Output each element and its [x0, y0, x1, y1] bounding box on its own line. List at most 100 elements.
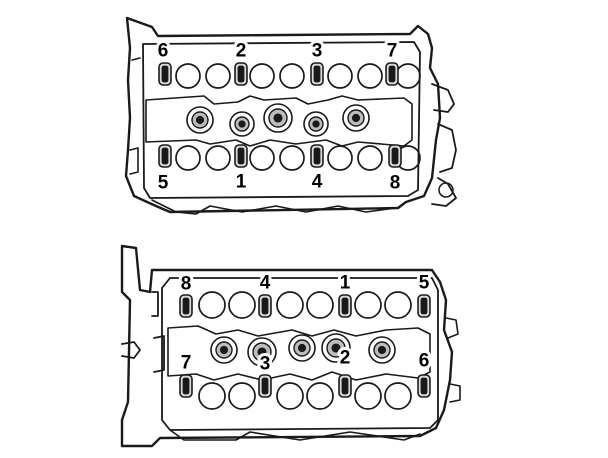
top-bolt-numbers: 6 6 2 2 3 3 7 7 5 5 1 1 4 4 8 8: [155, 38, 404, 197]
top-head-lower-bracket: [151, 199, 397, 215]
valve-seat: [228, 291, 256, 319]
valve-seat: [276, 291, 304, 319]
top-cylinder-head-view: 6 6 2 2 3 3 7 7 5 5 1 1 4 4 8 8: [124, 16, 457, 215]
valve-seat: [198, 382, 226, 410]
bottom-bolt-number: 7: [181, 353, 192, 374]
cam-boss-core: [312, 120, 320, 128]
top-bolt-number: 4: [312, 172, 323, 193]
bolt-shank: [341, 377, 349, 395]
top-bolt-number: 3: [312, 41, 323, 62]
bolt-shank: [237, 65, 245, 83]
top-bolt-number: 2: [236, 41, 247, 62]
bottom-bolt-number: 2: [340, 348, 351, 369]
bottom-bolt-number: 1: [340, 273, 351, 294]
top-lower-valve-row: [175, 145, 421, 171]
valve-seat: [279, 145, 305, 171]
bolt-shank: [420, 377, 428, 395]
valve-seat: [306, 382, 334, 410]
valve-seat: [384, 382, 412, 410]
bottom-bolt-number: 3: [260, 354, 271, 375]
cam-boss-core: [238, 120, 246, 128]
valve-seat: [384, 291, 412, 319]
bolt-shank: [341, 297, 349, 315]
valve-seat: [357, 145, 383, 171]
top-bolt-number: 6: [158, 41, 169, 62]
bottom-bolt-number: 8: [181, 274, 192, 295]
bottom-bolt-number: 8: [181, 274, 192, 295]
bolt-shank: [388, 65, 396, 83]
top-head-sensor: [438, 182, 454, 198]
bottom-bolt-number: 1: [340, 273, 351, 294]
bottom-head-left-accessory: [121, 291, 165, 373]
cam-boss-core: [257, 347, 267, 357]
bottom-upper-valve-row: [198, 291, 412, 319]
top-bolt-number: 8: [390, 173, 401, 194]
bolt-shank: [391, 147, 399, 165]
valve-seat: [175, 145, 201, 171]
top-upper-valve-row: [175, 63, 421, 89]
valve-seat: [249, 63, 275, 89]
bottom-head-outline: [120, 244, 454, 448]
valve-seat: [357, 63, 383, 89]
top-head-bolts: [158, 62, 402, 168]
cam-boss-core: [195, 115, 205, 125]
bottom-cam-bosses: [210, 333, 396, 367]
top-bolt-number: 4: [312, 172, 323, 193]
bolt-shank: [237, 147, 245, 165]
bottom-bolt-number: 3: [260, 354, 271, 375]
top-head-outline: [124, 16, 442, 214]
valve-seat: [205, 63, 231, 89]
bottom-head-center-rail: [167, 325, 431, 381]
bottom-bolt-number: 4: [260, 273, 271, 294]
top-bolt-number: 3: [312, 41, 323, 62]
valve-seat: [175, 63, 201, 89]
bolt-shank: [182, 297, 190, 315]
bottom-head-bolts: [179, 294, 431, 398]
top-head-inner-frame: [142, 41, 421, 199]
valve-seat: [327, 63, 353, 89]
bolt-shank: [261, 297, 269, 315]
bottom-head-inner-frame: [161, 277, 439, 431]
cam-boss-core: [351, 113, 361, 123]
cam-boss-core: [273, 113, 283, 123]
bolt-shank: [420, 297, 428, 315]
cam-boss-core: [219, 345, 229, 355]
valve-seat: [198, 291, 226, 319]
bottom-head-right-edge: [445, 317, 461, 403]
bottom-bolt-number: 6: [419, 351, 430, 372]
bolt-shank: [161, 147, 169, 165]
bolt-shank: [313, 147, 321, 165]
bottom-head-flange: [169, 429, 421, 441]
cam-boss-core: [331, 343, 341, 353]
bolt-shank: [161, 65, 169, 83]
top-head-right-accessory: [431, 83, 457, 207]
valve-seat: [249, 145, 275, 171]
valve-seat: [354, 291, 382, 319]
top-bolt-number: 6: [158, 41, 169, 62]
valve-seat: [354, 382, 382, 410]
top-bolt-number: 5: [158, 173, 169, 194]
top-head-left-edge: [129, 57, 141, 175]
bottom-bolt-number: 5: [419, 273, 430, 294]
valve-seat: [228, 382, 256, 410]
bolt-shank: [313, 65, 321, 83]
bottom-bolt-number: 6: [419, 351, 430, 372]
cam-boss-core: [297, 343, 307, 353]
bottom-bolt-number: 4: [260, 273, 271, 294]
valve-seat: [327, 145, 353, 171]
valve-seat: [276, 382, 304, 410]
bottom-lower-valve-row: [198, 382, 412, 410]
valve-seat: [306, 291, 334, 319]
bottom-cylinder-head-view: 8 8 4 4 1 1 5 5 7 7 3 3 2 2 6 6: [120, 244, 461, 448]
top-bolt-number: 7: [387, 41, 398, 62]
bottom-bolt-numbers: 8 8 4 4 1 1 5 5 7 7 3 3 2 2 6 6: [178, 270, 433, 378]
top-bolt-number: 5: [158, 173, 169, 194]
valve-seat: [279, 63, 305, 89]
top-cam-bosses: [186, 103, 370, 137]
cam-boss-core: [377, 345, 387, 355]
valve-seat: [395, 63, 421, 89]
top-bolt-number: 8: [390, 173, 401, 194]
top-bolt-number: 1: [236, 172, 247, 193]
top-bolt-number: 2: [236, 41, 247, 62]
